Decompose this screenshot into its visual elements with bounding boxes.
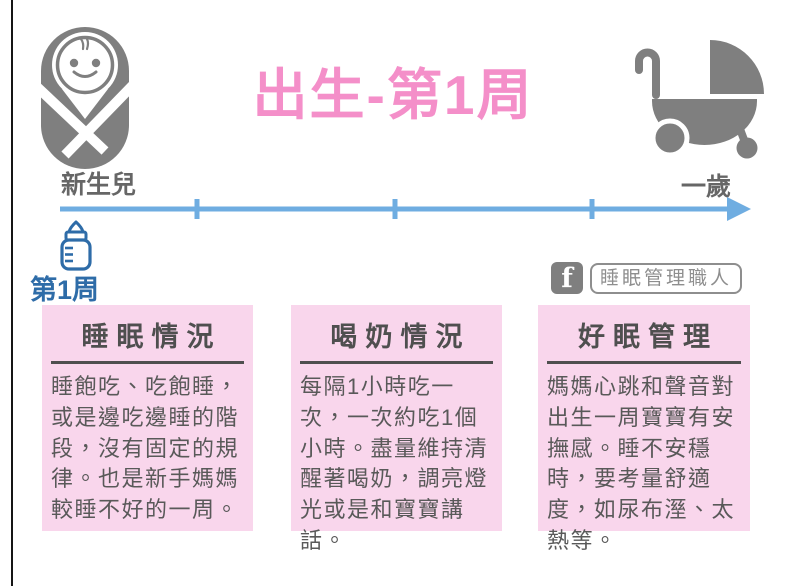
timeline-start-label: 新生兒 <box>61 171 137 199</box>
card-title: 喝奶情況 <box>330 322 471 352</box>
card-title-rule <box>51 361 244 364</box>
facebook-page-badge[interactable]: 睡眠管理職人 <box>590 263 742 294</box>
card-body: 睡飽吃、吃飽睡，或是邊吃邊睡的階段，沒有固定的規律。也是新手媽媽較睡不好的一周。 <box>51 374 240 523</box>
timeline-marker-label: 第1周 <box>30 275 100 305</box>
card-body: 每隔1小時吃一次，一次約吃1個小時。盡量維持清醒著喝奶，調亮燈光或是和寶寶講話。 <box>300 374 489 553</box>
card-sleep-management: 好眠管理 媽媽心跳和聲音對出生一周寶寶有安撫感。睡不安穩時，要考量舒適度，如尿布… <box>538 305 750 553</box>
timeline-end-label: 一歲 <box>681 173 732 201</box>
baby-bottle-icon <box>60 220 92 271</box>
card-title-rule <box>547 361 741 364</box>
timeline-arrow <box>60 197 751 221</box>
card-sleep-status: 睡眠情況 睡飽吃、吃飽睡，或是邊吃邊睡的階段，沒有固定的規律。也是新手媽媽較睡不… <box>42 305 253 531</box>
card-title: 好眠管理 <box>578 322 718 352</box>
page-title: 出生-第1周 <box>252 64 534 126</box>
facebook-icon[interactable]: f <box>551 262 583 294</box>
card-body: 媽媽心跳和聲音對出生一周寶寶有安撫感。睡不安穩時，要考量舒適度，如尿布溼、太熱等… <box>547 374 736 553</box>
card-feeding-status: 喝奶情況 每隔1小時吃一次，一次約吃1個小時。盡量維持清醒著喝奶，調亮燈光或是和… <box>291 305 502 553</box>
left-border-rule <box>11 0 13 586</box>
baby-stroller-icon <box>635 40 764 159</box>
swaddled-newborn-icon <box>41 27 129 169</box>
card-title: 睡眠情況 <box>81 322 222 352</box>
card-title-rule <box>300 361 493 364</box>
